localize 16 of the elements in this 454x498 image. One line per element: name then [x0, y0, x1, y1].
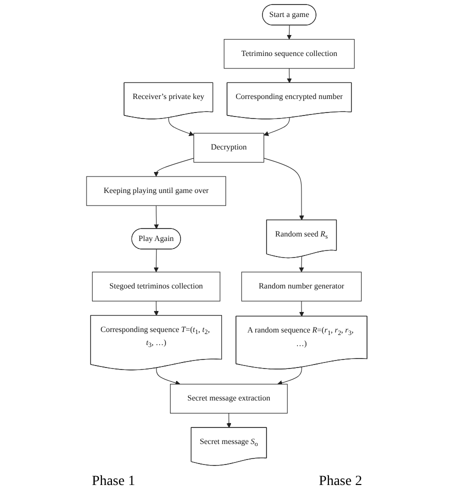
arrow	[299, 300, 304, 317]
phase-label: Phase 2	[318, 474, 362, 490]
arrow	[226, 412, 232, 428]
arrow	[168, 117, 194, 136]
arrow	[154, 158, 194, 177]
arrow	[154, 300, 159, 316]
arrow	[156, 368, 180, 386]
phase-label: Phase 1	[92, 474, 136, 490]
arrow	[278, 366, 302, 386]
arrow	[299, 256, 304, 272]
arrow	[287, 68, 292, 84]
arrow	[264, 117, 290, 136]
arrow	[154, 205, 160, 230]
arrow	[286, 25, 292, 40]
arrow	[264, 158, 304, 220]
arrow	[154, 249, 159, 272]
